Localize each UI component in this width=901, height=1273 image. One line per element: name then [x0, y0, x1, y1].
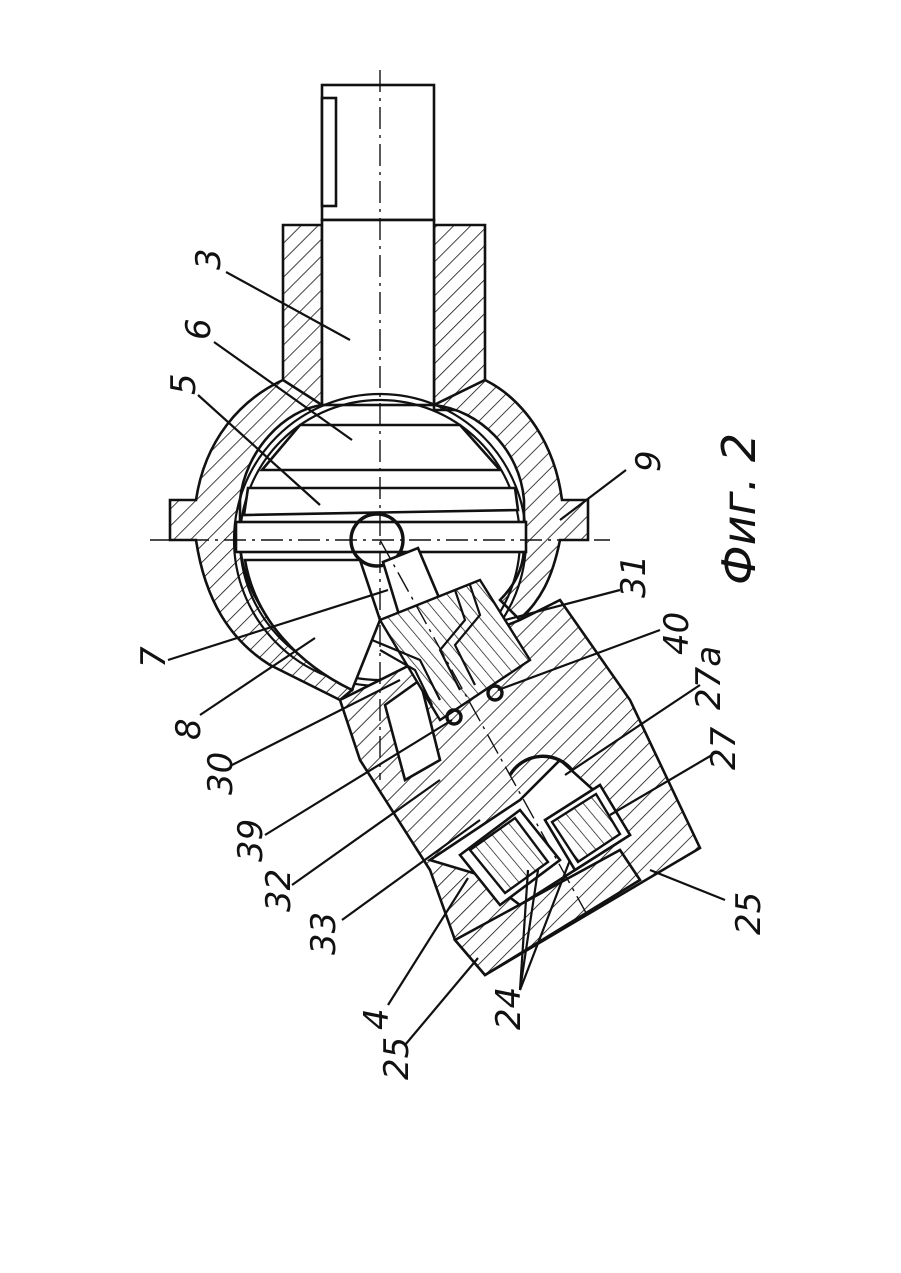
callout-27a: 27а	[689, 646, 729, 710]
callout-31: 31	[614, 555, 654, 598]
callout-39: 39	[231, 819, 271, 862]
figure-caption: Фиг. 2	[712, 433, 766, 585]
callout-33: 33	[304, 912, 344, 955]
callout-6: 6	[179, 318, 219, 340]
callout-30: 30	[201, 752, 241, 795]
mechanism-drawing: 3 6 5 9 7 8 31 40 27а 27 30 39 32 33 4 2…	[134, 70, 769, 1080]
shaft-housing	[283, 220, 485, 410]
callout-4: 4	[357, 1008, 397, 1030]
callout-24: 24	[489, 987, 529, 1030]
callout-9: 9	[629, 450, 669, 472]
callout-25-left: 25	[377, 1037, 417, 1080]
callout-5: 5	[164, 373, 204, 395]
callout-27: 27	[704, 726, 744, 770]
angled-housing	[340, 580, 700, 975]
callout-3: 3	[189, 248, 229, 270]
callout-25-right: 25	[729, 892, 769, 935]
callout-7: 7	[134, 646, 174, 668]
callout-8: 8	[169, 718, 209, 740]
shaft-end	[322, 85, 434, 220]
callout-32: 32	[259, 869, 299, 912]
